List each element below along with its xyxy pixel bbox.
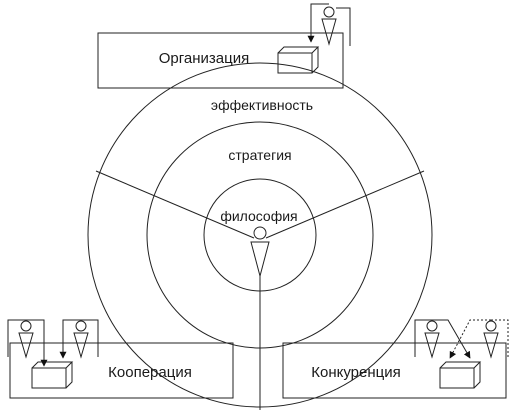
person-icon: [18, 320, 34, 359]
sector-dividers: [95, 170, 425, 410]
arrow-to-cube-dashed: [449, 319, 491, 359]
person-icon: [73, 320, 89, 359]
connector-line: [81, 319, 99, 357]
feedback-loop: [307, 3, 329, 43]
box-cooperation-label: Кооперация: [108, 364, 192, 381]
ring-label-outer: эффективность: [211, 97, 313, 113]
cube-icon: [439, 361, 482, 389]
connector-line: [414, 319, 432, 357]
person-icon: [321, 6, 337, 46]
connector-line-dashed: [491, 319, 509, 357]
arrow-to-cube: [432, 319, 471, 359]
feedback-loop-outer: [336, 7, 351, 46]
cube-icon: [277, 46, 320, 74]
person-icon: [424, 320, 440, 359]
ring-label-inner: философия: [220, 208, 297, 224]
arrow-to-cube: [59, 319, 81, 359]
box-competition-label: Конкуренция: [311, 364, 401, 381]
divider-left: [95, 170, 255, 239]
box-competition: Конкуренция: [282, 319, 509, 399]
cube-icon: [31, 361, 74, 389]
center-person-icon: [250, 226, 270, 278]
divider-right: [265, 170, 425, 239]
person-icon: [483, 320, 499, 359]
arrow-to-cube: [26, 319, 48, 367]
box-organization: Организация: [97, 3, 351, 89]
ring-label-middle: стратегия: [228, 147, 291, 163]
box-organization-label: Организация: [159, 50, 249, 67]
connector-line: [7, 319, 26, 357]
box-cooperation: Кооперация: [7, 319, 234, 399]
